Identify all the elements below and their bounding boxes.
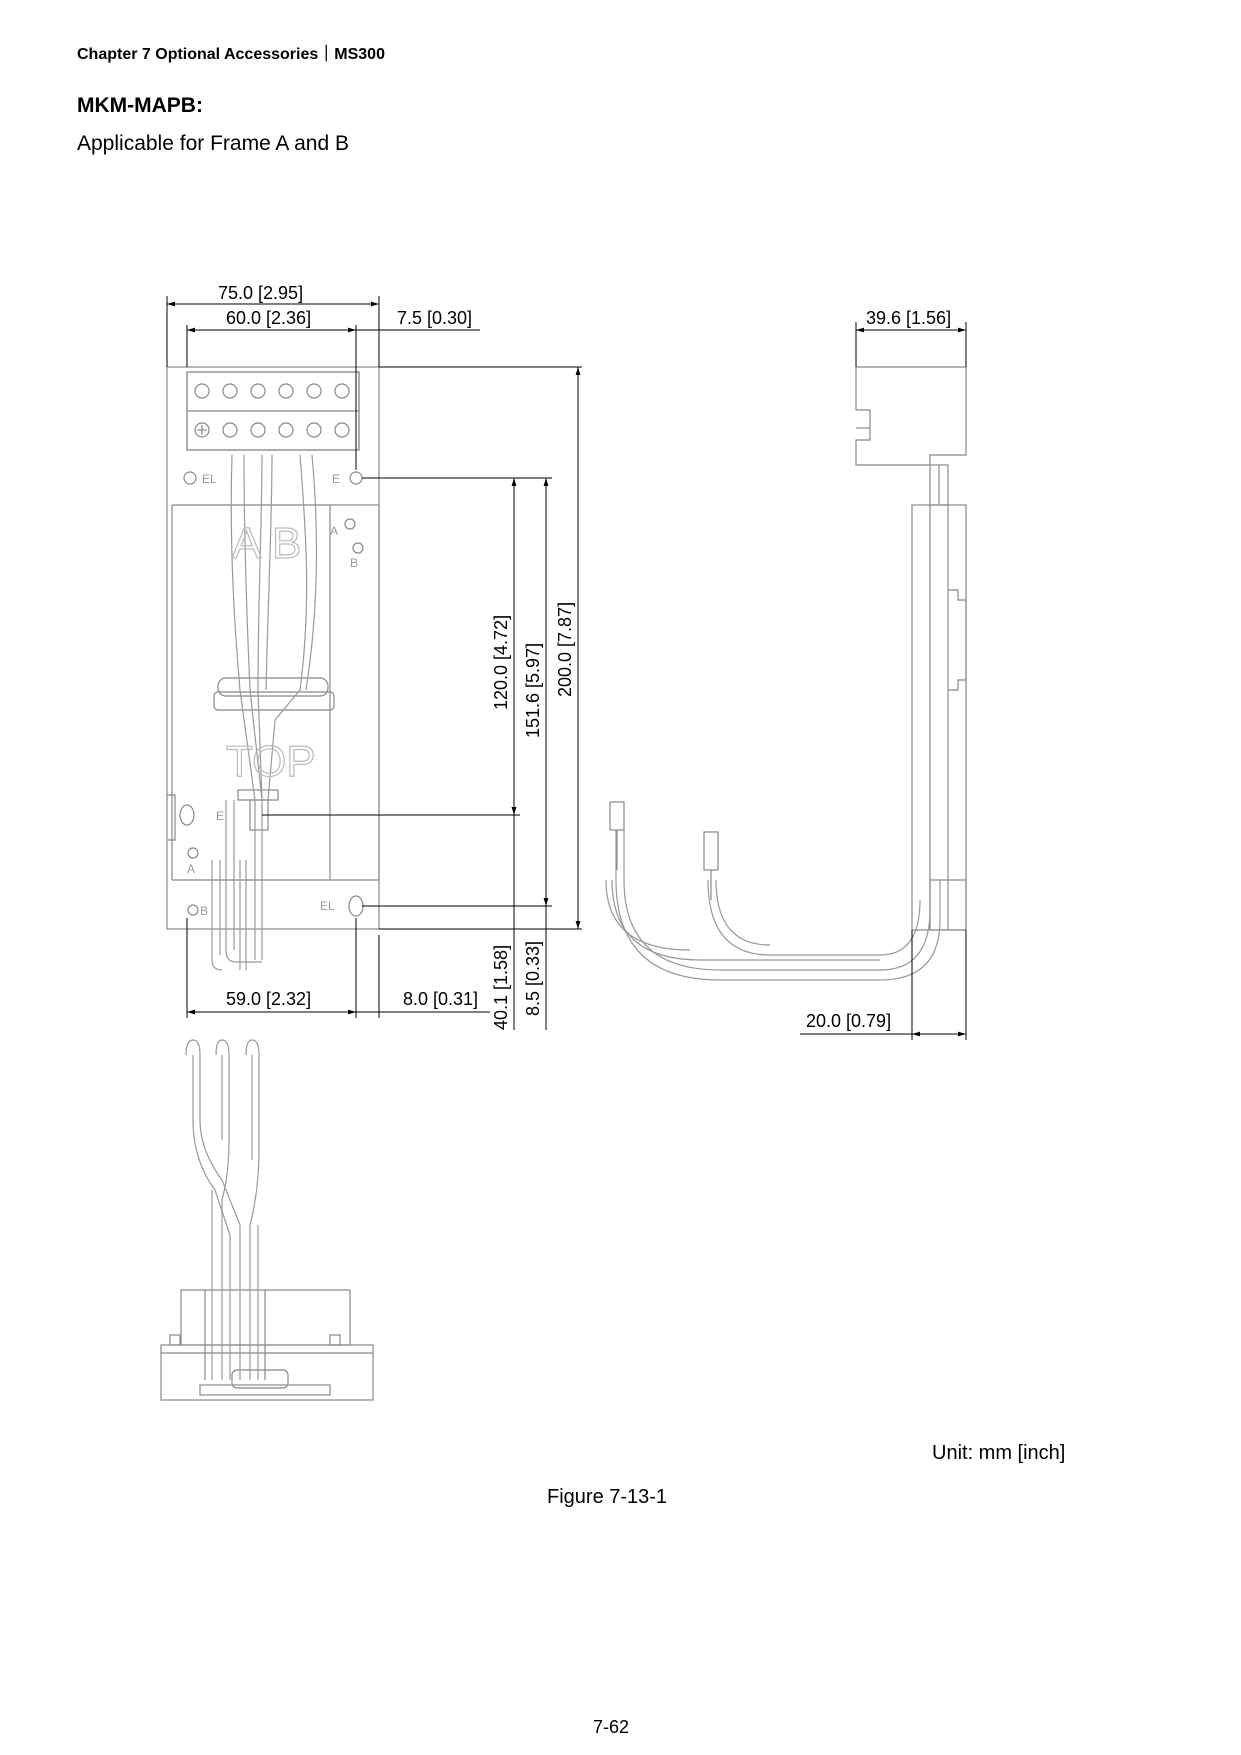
dim-hole-spacing-top: 60.0 [2.36] [226,308,311,328]
dim-v-40: 40.1 [1.58] [491,945,511,1030]
e-upper-marking: E [332,472,340,486]
unit-label: Unit: mm [inch] [932,1442,1066,1464]
front-view: A B TOP [166,366,380,971]
b-left-marking: B [200,904,208,918]
big-a-marking: A [232,519,262,568]
el-lower-marking: EL [320,899,335,913]
e-mid-marking: E [216,809,224,823]
dim-bottom-spacing: 59.0 [2.32] [226,989,311,1009]
b-right-marking: B [350,556,358,570]
section-title: MKM-MAPB: [77,94,203,117]
el-upper-marking: EL [202,472,217,486]
part-markings: EL E A B E A B EL [187,472,358,918]
section-subtitle: Applicable for Frame A and B [77,132,349,155]
chapter-header: Chapter 7 Optional Accessories｜MS300 [77,46,385,63]
side-view [605,366,967,981]
big-b-marking: B [272,519,301,568]
dim-height-200: 200.0 [7.87] [555,602,575,697]
a-left-marking: A [187,862,195,876]
dim-side-20: 20.0 [0.79] [806,1011,891,1031]
dim-bottom-offset: 8.0 [0.31] [403,989,478,1009]
dim-height-151: 151.6 [5.97] [523,643,543,738]
dim-side-offset: 7.5 [0.30] [397,308,472,328]
dim-depth: 39.6 [1.56] [866,308,951,328]
front-plate-outline [166,366,380,930]
bottom-view [160,1039,374,1401]
front-dimension-lines [166,296,582,1030]
side-dimension-labels: 39.6 [1.56] 20.0 [0.79] [806,308,951,1031]
dim-v-8: 8.5 [0.33] [523,941,543,1016]
top-marking: TOP [226,737,316,786]
side-dimension-lines [800,322,967,1040]
page-number: 7-62 [593,1717,630,1737]
figure-caption: Figure 7-13-1 [547,1486,668,1508]
front-dimension-labels: 75.0 [2.95] 60.0 [2.36] 7.5 [0.30] 59.0 … [218,283,575,1030]
dim-height-120: 120.0 [4.72] [491,615,511,710]
a-right-marking: A [330,524,338,538]
dim-overall-width: 75.0 [2.95] [218,283,303,303]
